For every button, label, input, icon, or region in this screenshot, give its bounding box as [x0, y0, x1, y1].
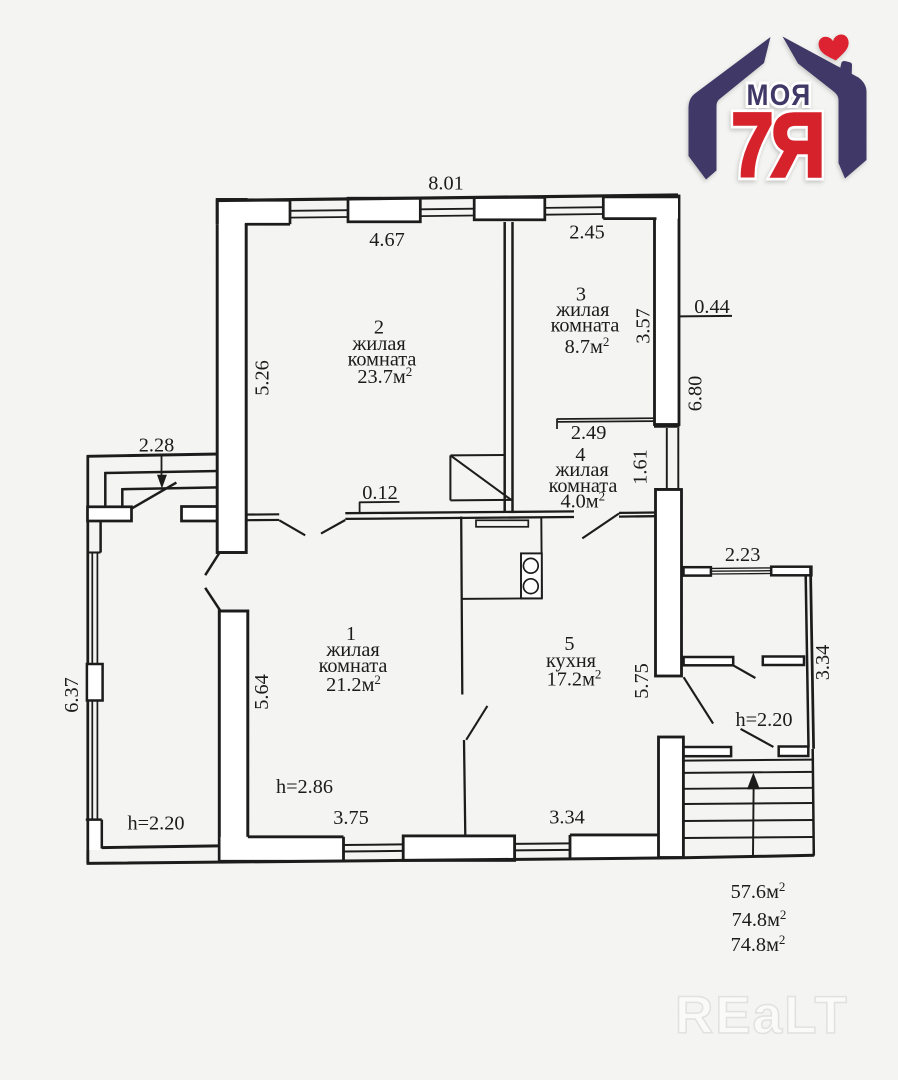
svg-text:8.7м2: 8.7м2 [565, 334, 610, 358]
svg-text:5.75: 5.75 [631, 663, 653, 699]
svg-text:8.01: 8.01 [428, 173, 464, 195]
svg-text:5: 5 [564, 633, 574, 655]
svg-text:1.61: 1.61 [629, 449, 651, 485]
svg-text:0.12: 0.12 [362, 482, 398, 504]
svg-text:4: 4 [575, 444, 585, 466]
svg-text:МОЯ: МОЯ [746, 77, 811, 111]
svg-text:21.2м2: 21.2м2 [326, 672, 381, 696]
svg-text:2.28: 2.28 [139, 435, 175, 457]
svg-text:h=2.20: h=2.20 [127, 813, 184, 835]
svg-text:комната: комната [319, 655, 388, 677]
svg-text:комната: комната [549, 475, 618, 497]
svg-text:3.57: 3.57 [633, 308, 655, 344]
svg-text:h=2.86: h=2.86 [276, 776, 333, 798]
svg-text:жилая: жилая [351, 333, 405, 355]
svg-text:1: 1 [346, 623, 356, 645]
svg-text:3.34: 3.34 [812, 645, 834, 681]
svg-text:комната: комната [348, 349, 417, 371]
svg-text:7Я: 7Я [731, 95, 822, 196]
svg-text:жилая: жилая [554, 459, 608, 481]
svg-text:0.44: 0.44 [694, 296, 730, 318]
svg-text:5.26: 5.26 [251, 360, 273, 396]
svg-text:2.49: 2.49 [571, 422, 607, 444]
svg-text:2.45: 2.45 [569, 222, 605, 244]
svg-text:74.8м2: 74.8м2 [732, 907, 787, 931]
svg-text:2.23: 2.23 [725, 544, 761, 566]
svg-text:17.2м2: 17.2м2 [547, 667, 602, 691]
svg-text:74.8м2: 74.8м2 [731, 932, 786, 956]
svg-text:6.80: 6.80 [685, 376, 707, 412]
svg-text:7Я: 7Я [731, 95, 822, 196]
svg-text:57.6м2: 57.6м2 [731, 879, 786, 903]
svg-text:комната: комната [551, 315, 620, 337]
svg-text:жилая: жилая [325, 639, 379, 661]
svg-text:23.7м2: 23.7м2 [357, 364, 412, 388]
svg-text:жилая: жилая [555, 299, 609, 321]
svg-text:2: 2 [374, 317, 384, 339]
svg-text:3.75: 3.75 [333, 807, 369, 829]
svg-text:кухня: кухня [546, 650, 596, 672]
svg-text:REaLT: REaLT [675, 986, 849, 1045]
svg-text:3.34: 3.34 [549, 807, 585, 829]
svg-text:4.0м2: 4.0м2 [560, 489, 605, 513]
svg-text:5.64: 5.64 [251, 674, 273, 710]
svg-text:3: 3 [576, 284, 586, 306]
svg-text:4.67: 4.67 [369, 229, 405, 251]
svg-text:h=2.20: h=2.20 [735, 709, 792, 731]
svg-text:6.37: 6.37 [61, 677, 83, 713]
